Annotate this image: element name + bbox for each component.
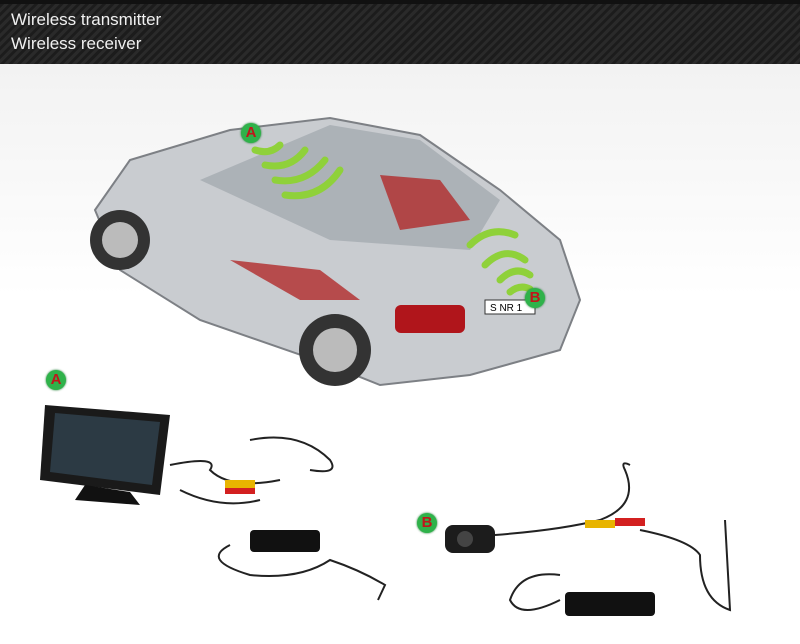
monitor-cables: [169, 436, 387, 601]
rear-camera: [445, 525, 495, 553]
license-plate: S NR 1: [490, 303, 523, 314]
marker-a-car: A: [241, 123, 261, 143]
rca-red: [225, 488, 255, 494]
camera-cables: [494, 462, 732, 612]
car-cutaway: S NR 1: [90, 116, 582, 387]
marker-a-monitor: A: [46, 370, 66, 390]
wireless-transmitter-module: [565, 592, 655, 616]
camera-rca-yellow: [585, 520, 615, 528]
rca-yellow: [225, 480, 255, 488]
marker-b-camera: B: [417, 513, 437, 533]
camera-rca-red: [615, 518, 645, 526]
label-wireless-receiver: Wireless receiver: [11, 34, 142, 53]
wireless-receiver-module: [250, 530, 320, 552]
monitor: [40, 405, 170, 505]
product-illustration: S NR 1 A B A B: [0, 64, 800, 644]
signal-waves-rear: [466, 228, 534, 296]
top-strip: [0, 0, 800, 4]
label-wireless-transmitter: Wireless transmitter: [11, 10, 162, 29]
signal-waves-front: [251, 141, 344, 200]
header-banner: Wireless transmitter Wireless receiver: [0, 0, 800, 64]
marker-b-car: B: [525, 288, 545, 308]
illustration-svg: S NR 1: [40, 116, 732, 616]
